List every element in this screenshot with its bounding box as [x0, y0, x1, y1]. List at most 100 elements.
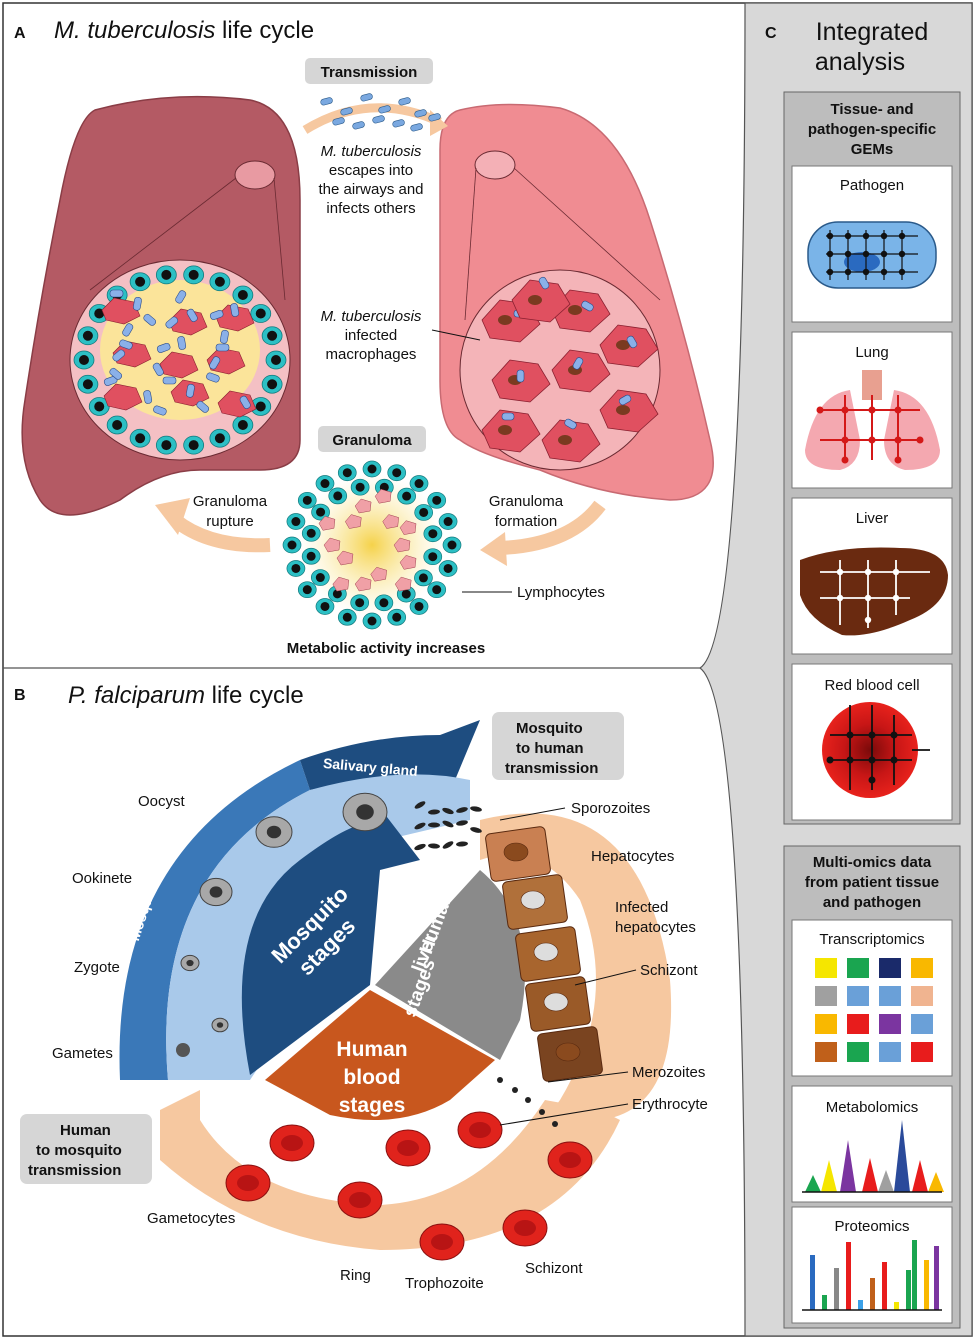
blood-stages-label-2: blood — [343, 1066, 400, 1089]
bacterium-icon — [162, 376, 177, 385]
lymphocyte-nucleus — [367, 616, 377, 626]
metabolite-peak — [862, 1158, 878, 1192]
lymphocyte-nucleus — [302, 495, 312, 505]
erythrocyte-center — [349, 1192, 371, 1208]
bacterium-icon — [153, 405, 167, 416]
sporozoite-icon — [414, 822, 426, 830]
gametes-label: Gametes — [52, 1045, 113, 1062]
lymphocyte-nucleus — [367, 464, 377, 474]
network-node — [841, 406, 849, 414]
heatmap-cell — [847, 1042, 869, 1062]
liver-stages-wedge — [375, 870, 525, 1060]
network-node — [890, 756, 898, 764]
bacterium-icon — [186, 308, 198, 322]
schizont-liver-label: Schizont — [640, 962, 698, 979]
zygote-label: Zygote — [74, 959, 120, 976]
lymphocyte-nucleus — [82, 330, 93, 341]
lymphocyte-nucleus — [320, 479, 330, 489]
network-node — [826, 756, 834, 764]
erythrocyte-pointer — [499, 1103, 629, 1126]
lymphocyte-nucleus — [161, 269, 172, 280]
rupture-arrow — [170, 514, 271, 553]
lymphocyte-nucleus — [237, 290, 248, 301]
liver-label: Liver — [856, 510, 889, 527]
panel-b-title: P. falciparum life cycle — [68, 682, 304, 709]
merozoite-icon — [552, 1121, 558, 1127]
escape-text-4: infects others — [326, 200, 415, 217]
right-lung-zoom-origin — [474, 150, 516, 180]
transcriptomics-heatmap-icon — [815, 958, 933, 1062]
lymphocyte-nucleus — [320, 601, 330, 611]
bacterium-icon — [564, 418, 577, 430]
rbc-label: Red blood cell — [824, 677, 919, 694]
protein-bar — [822, 1295, 827, 1310]
metabolite-peak — [912, 1160, 928, 1192]
panel-c-letter: C — [765, 25, 777, 42]
macrophage-icon — [103, 383, 143, 411]
network-node — [844, 268, 852, 276]
zoom-line — [89, 177, 237, 291]
bacterium-icon — [428, 113, 441, 122]
bacterium-icon — [392, 119, 405, 128]
lymphocyte-nucleus — [392, 468, 402, 478]
sporozoite-icon — [428, 822, 440, 828]
metabolite-peak — [894, 1120, 910, 1192]
sporozoite-icon — [470, 827, 482, 833]
lymphocyte-nucleus — [419, 507, 429, 517]
network-node — [836, 568, 844, 576]
lymphocyte-nucleus — [342, 612, 352, 622]
mosquito-stage-cells — [176, 792, 482, 1057]
transmission-label: Transmission — [321, 64, 418, 81]
network-node — [826, 268, 834, 276]
network-node — [864, 568, 872, 576]
bacterium-icon — [109, 289, 124, 298]
network-node — [894, 436, 902, 444]
lymphocyte-nucleus — [428, 552, 438, 562]
parasite-stage-nucleus — [216, 1022, 224, 1028]
heatmap-cell — [879, 1042, 901, 1062]
sporozoite-icon — [428, 809, 440, 815]
erythrocyte-center — [469, 1122, 491, 1138]
infected-text-3: macrophages — [326, 346, 417, 363]
network-node — [868, 776, 876, 784]
network-node — [864, 616, 872, 624]
macrophage-icon — [370, 566, 387, 582]
hepatocyte-nucleus — [543, 992, 569, 1012]
lymphocyte-nucleus — [255, 401, 266, 412]
panel-a-letter: A — [14, 25, 26, 42]
heatmap-cell — [879, 986, 901, 1006]
bacterium-icon — [220, 329, 229, 344]
escape-text-1: M. tuberculosis — [321, 143, 422, 160]
network-node — [864, 594, 872, 602]
bacterium-icon — [119, 339, 133, 350]
sporozoite-icon — [470, 806, 482, 812]
erythrocyte-center — [281, 1135, 303, 1151]
parasite-stage-nucleus — [266, 825, 282, 839]
bacterium-icon — [165, 316, 179, 329]
protein-bar — [934, 1246, 939, 1310]
lymphocyte-nucleus — [267, 379, 278, 390]
bacterium-icon — [206, 372, 220, 383]
bacterium-icon — [143, 313, 157, 326]
transmission-box — [305, 58, 433, 84]
network-node — [844, 250, 852, 258]
sporozoite-icon — [414, 801, 426, 809]
lymphocyte-nucleus — [135, 433, 146, 444]
infected-macrophages — [481, 276, 659, 463]
erythrocyte-center — [237, 1175, 259, 1191]
protein-bar — [912, 1240, 917, 1310]
heatmap-cell — [847, 986, 869, 1006]
macrophage-nucleus — [616, 405, 630, 415]
network-node — [846, 756, 854, 764]
bacterium-icon — [352, 121, 365, 130]
parasite-stage-nucleus — [186, 959, 194, 967]
bacterium-icon — [109, 367, 123, 380]
m2h-line-2: to human — [516, 740, 584, 757]
sporozoite-icon — [456, 841, 468, 847]
merozoite-icon — [512, 1087, 518, 1093]
network-node — [916, 436, 924, 444]
bacterium-icon — [332, 117, 345, 126]
panel-c-title-1: Integrated — [816, 18, 929, 46]
protein-bar — [924, 1260, 929, 1310]
